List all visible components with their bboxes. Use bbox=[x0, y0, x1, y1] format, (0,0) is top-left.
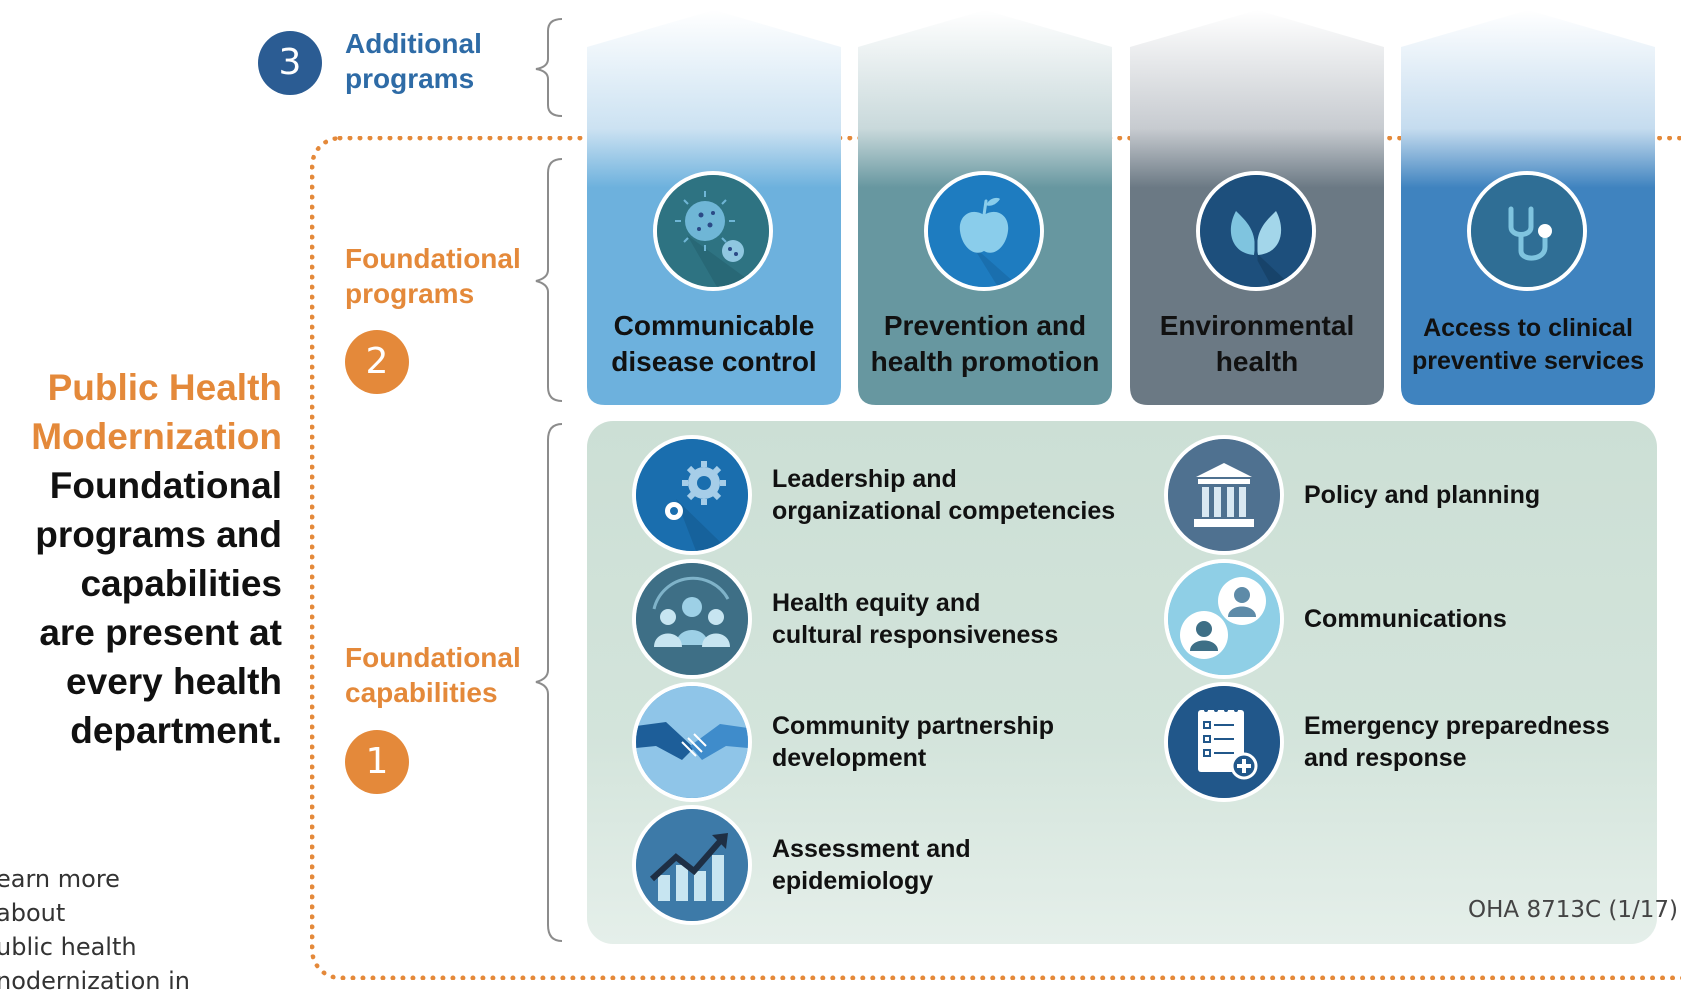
capability-assessment-label: Assessment and epidemiology bbox=[772, 833, 1192, 897]
headline-body-5: every health bbox=[66, 661, 282, 702]
headline-body-6: department. bbox=[70, 710, 282, 751]
headline-body-3: capabilities bbox=[80, 563, 282, 604]
program-3-line-1: Environmental bbox=[1159, 310, 1355, 341]
capability-3-line-2: cultural responsiveness bbox=[772, 621, 1059, 649]
learn-more-line-1: earn more about bbox=[0, 865, 120, 927]
stethoscope-icon bbox=[1467, 171, 1587, 291]
learn-more-line-2: ublic health bbox=[0, 933, 137, 961]
tier-2-number: 2 bbox=[345, 330, 409, 394]
handshake-icon bbox=[632, 682, 752, 802]
program-3-line-2: health bbox=[1215, 346, 1299, 377]
government-building-icon bbox=[1164, 435, 1284, 555]
capability-policy-planning-label: Policy and planning bbox=[1304, 479, 1681, 511]
capability-1-line-1: Leadership and bbox=[772, 465, 957, 493]
program-2-line-2: health promotion bbox=[870, 346, 1100, 377]
document-code: OHA 8713C (1/17) bbox=[1468, 897, 1678, 923]
tier-3-number: 3 bbox=[258, 31, 322, 95]
program-1-line-2: disease control bbox=[611, 346, 817, 377]
capability-4-line-1: Communications bbox=[1304, 605, 1507, 633]
capability-5-line-1: Community partnership bbox=[772, 712, 1054, 740]
capability-7-line-2: epidemiology bbox=[772, 867, 934, 895]
capability-communications: Communications bbox=[1164, 559, 1681, 679]
program-1-label: Communicable disease control bbox=[587, 308, 841, 380]
program-4-line-2: preventive services bbox=[1411, 347, 1645, 375]
tier-3-label: Additional programs bbox=[345, 26, 482, 96]
learn-more-line-3: nodernization in bbox=[0, 967, 191, 995]
program-4-label: Access to clinical preventive services bbox=[1401, 312, 1655, 378]
capability-health-equity: Health equity and cultural responsivenes… bbox=[632, 559, 1232, 679]
capability-health-equity-label: Health equity and cultural responsivenes… bbox=[772, 587, 1192, 651]
tier-1-label-line-2: capabilities bbox=[345, 677, 498, 708]
program-clinical-preventive: Access to clinical preventive services bbox=[1401, 10, 1655, 405]
program-prevention: Prevention and health promotion bbox=[858, 10, 1112, 405]
leaves-icon bbox=[1196, 171, 1316, 291]
tier-2-label-line-2: programs bbox=[345, 278, 475, 309]
capability-3-line-1: Health equity and bbox=[772, 589, 981, 617]
program-2-label: Prevention and health promotion bbox=[858, 308, 1112, 380]
program-4-line-1: Access to clinical bbox=[1423, 314, 1633, 342]
chat-people-icon bbox=[1164, 559, 1284, 679]
tier-2-label: Foundational programs bbox=[345, 241, 521, 311]
capability-emergency-preparedness-label: Emergency preparedness and response bbox=[1304, 710, 1681, 774]
gears-icon bbox=[632, 435, 752, 555]
tier-1-number: 1 bbox=[345, 730, 409, 794]
tier-1-label: Foundational capabilities bbox=[345, 640, 521, 710]
tier-3-label-line-2: programs bbox=[345, 63, 475, 94]
apple-icon bbox=[924, 171, 1044, 291]
capability-communications-label: Communications bbox=[1304, 603, 1681, 635]
brace-capabilities bbox=[535, 423, 563, 942]
capability-assessment: Assessment and epidemiology bbox=[632, 805, 1232, 925]
people-group-icon bbox=[632, 559, 752, 679]
program-environmental-health: Environmental health bbox=[1130, 10, 1384, 405]
capability-5-line-2: development bbox=[772, 744, 927, 772]
brace-additional bbox=[535, 18, 563, 117]
capability-2-line-1: Policy and planning bbox=[1304, 481, 1541, 509]
program-3-label: Environmental health bbox=[1130, 308, 1384, 380]
program-communicable-disease: Communicable disease control bbox=[587, 10, 841, 405]
program-2-line-1: Prevention and bbox=[883, 310, 1087, 341]
tier-2-label-line-1: Foundational bbox=[345, 243, 521, 274]
learn-more-text: earn more about ublic health nodernizati… bbox=[0, 862, 196, 998]
capability-community-partnership: Community partnership development bbox=[632, 682, 1232, 802]
headline-title-1: Public Health bbox=[47, 367, 282, 408]
capability-1-line-2: organizational competencies bbox=[772, 497, 1116, 525]
capability-policy-planning: Policy and planning bbox=[1164, 435, 1681, 555]
headline-body-4: are present at bbox=[39, 612, 282, 653]
program-1-line-1: Communicable bbox=[613, 310, 815, 341]
capabilities-panel bbox=[587, 421, 1657, 944]
headline: Public Health Modernization Foundational… bbox=[0, 363, 282, 755]
capability-leadership-label: Leadership and organizational competenci… bbox=[772, 463, 1192, 527]
capability-6-line-1: Emergency preparedness bbox=[1304, 712, 1610, 740]
capability-7-line-1: Assessment and bbox=[772, 835, 971, 863]
capability-6-line-2: and response bbox=[1304, 744, 1467, 772]
capability-emergency-preparedness: Emergency preparedness and response bbox=[1164, 682, 1681, 802]
tier-1-label-line-1: Foundational bbox=[345, 642, 521, 673]
headline-title-2: Modernization bbox=[31, 416, 282, 457]
headline-body-1: Foundational bbox=[49, 465, 282, 506]
trend-chart-icon bbox=[632, 805, 752, 925]
virus-icon bbox=[653, 171, 773, 291]
tier-3-label-line-1: Additional bbox=[345, 28, 482, 59]
brace-programs bbox=[535, 158, 563, 402]
checklist-icon bbox=[1164, 682, 1284, 802]
capability-community-partnership-label: Community partnership development bbox=[772, 710, 1192, 774]
capability-leadership: Leadership and organizational competenci… bbox=[632, 435, 1232, 555]
headline-body-2: programs and bbox=[35, 514, 282, 555]
